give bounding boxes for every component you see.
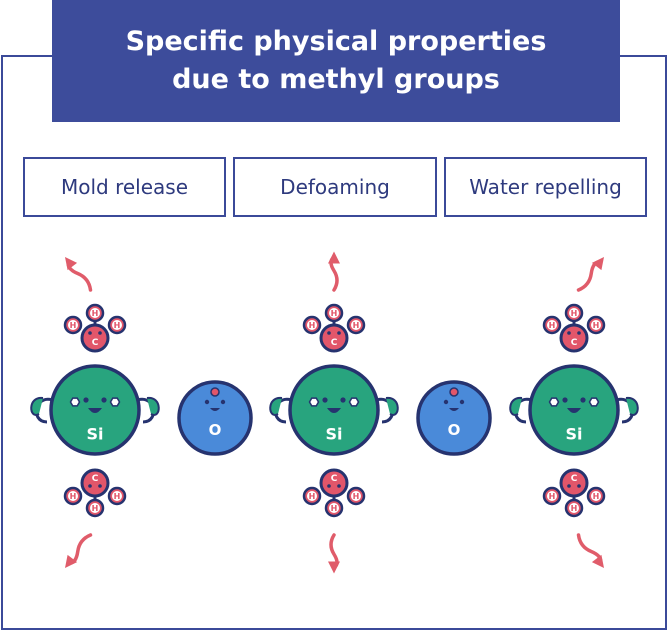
eye	[101, 397, 107, 403]
arrow-up-1	[328, 251, 340, 292]
hydrogen-label: H	[309, 321, 316, 330]
oxygen-dot	[449, 387, 459, 397]
oxygen-atom-0: O	[177, 380, 253, 456]
methyl-group-bottom-2: C H H H	[542, 468, 606, 518]
carbon-atom	[559, 468, 589, 498]
property-defoaming: Defoaming	[233, 157, 437, 217]
mouth	[327, 408, 341, 413]
methyl-group-bottom-0: C H H H	[63, 468, 127, 518]
silicon-atom-2: Si	[509, 364, 639, 456]
eye	[220, 399, 226, 405]
title-banner: Specific physical properties due to meth…	[52, 0, 620, 122]
silicon-label: Si	[565, 425, 582, 444]
eye	[109, 397, 121, 407]
silicon-atom-1: Si	[269, 364, 399, 456]
carbon-label: C	[92, 338, 99, 348]
arrow-head	[591, 554, 604, 568]
methyl-group-top-1: C H H H	[302, 303, 366, 353]
hand	[269, 396, 283, 416]
hand	[509, 396, 523, 416]
hand	[385, 396, 399, 416]
title-line-1: Specific physical properties	[125, 26, 547, 57]
mouth	[210, 408, 220, 411]
eye	[459, 399, 465, 405]
oxygen-atom-1: O	[416, 380, 492, 456]
carbon-atom	[319, 468, 349, 498]
hand	[30, 396, 44, 416]
hydrogen-label: H	[593, 321, 600, 330]
carbon-label: C	[331, 338, 338, 348]
hand	[146, 396, 160, 416]
eye	[322, 397, 328, 403]
methyl-group-bottom-1: C H H H	[302, 468, 366, 518]
hydrogen-label: H	[309, 492, 316, 501]
eye	[69, 397, 81, 407]
carbon-label: C	[571, 338, 578, 348]
silicon-label: Si	[325, 425, 342, 444]
eye	[83, 397, 89, 403]
hydrogen-label: H	[70, 492, 77, 501]
carbon-label: C	[92, 474, 99, 484]
carbon-atom	[559, 323, 589, 353]
methyl-group-top-2: C H H H	[542, 303, 606, 353]
oxygen-body	[177, 380, 253, 456]
hydrogen-label: H	[549, 321, 556, 330]
oxygen-label: O	[209, 421, 222, 439]
arrow-up-0	[65, 257, 93, 292]
arrow-head	[591, 257, 604, 271]
carbon-atom	[80, 468, 110, 498]
hydrogen-label: H	[92, 504, 99, 513]
eye	[548, 397, 560, 407]
hand	[625, 396, 639, 416]
eye	[443, 399, 449, 405]
carbon-atom	[80, 323, 110, 353]
carbon-label: C	[571, 474, 578, 484]
eye	[562, 397, 568, 403]
arrow-head	[328, 251, 340, 264]
hydrogen-label: H	[571, 504, 578, 513]
arrow-head	[328, 561, 340, 574]
oxygen-dot	[210, 387, 220, 397]
eye	[340, 397, 346, 403]
title-line-2: due to methyl groups	[172, 64, 500, 95]
eye	[580, 397, 586, 403]
silicon-atom-0: Si	[30, 364, 160, 456]
oxygen-label: O	[448, 421, 461, 439]
eye	[308, 397, 320, 407]
hydrogen-label: H	[114, 321, 121, 330]
hydrogen-label: H	[353, 321, 360, 330]
arrow-head	[65, 257, 78, 271]
hydrogen-label: H	[549, 492, 556, 501]
hydrogen-label: H	[593, 492, 600, 501]
hydrogen-label: H	[331, 309, 338, 318]
hydrogen-label: H	[70, 321, 77, 330]
oxygen-body	[416, 380, 492, 456]
hydrogen-label: H	[92, 309, 99, 318]
property-mold-release: Mold release	[23, 157, 226, 217]
mouth	[449, 408, 459, 411]
arrow-down-2	[576, 533, 604, 568]
eye	[348, 397, 360, 407]
property-water-repelling: Water repelling	[444, 157, 647, 217]
mouth	[567, 408, 581, 413]
carbon-atom	[319, 323, 349, 353]
hydrogen-label: H	[114, 492, 121, 501]
arrow-down-1	[328, 533, 340, 574]
methyl-group-top-0: C H H H	[63, 303, 127, 353]
hydrogen-label: H	[353, 492, 360, 501]
mouth	[88, 408, 102, 413]
arrow-head	[65, 554, 78, 568]
silicon-label: Si	[86, 425, 103, 444]
hydrogen-label: H	[331, 504, 338, 513]
eye	[204, 399, 210, 405]
carbon-label: C	[331, 474, 338, 484]
arrow-up-2	[576, 257, 604, 292]
hydrogen-label: H	[571, 309, 578, 318]
arrow-down-0	[65, 533, 93, 568]
eye	[588, 397, 600, 407]
